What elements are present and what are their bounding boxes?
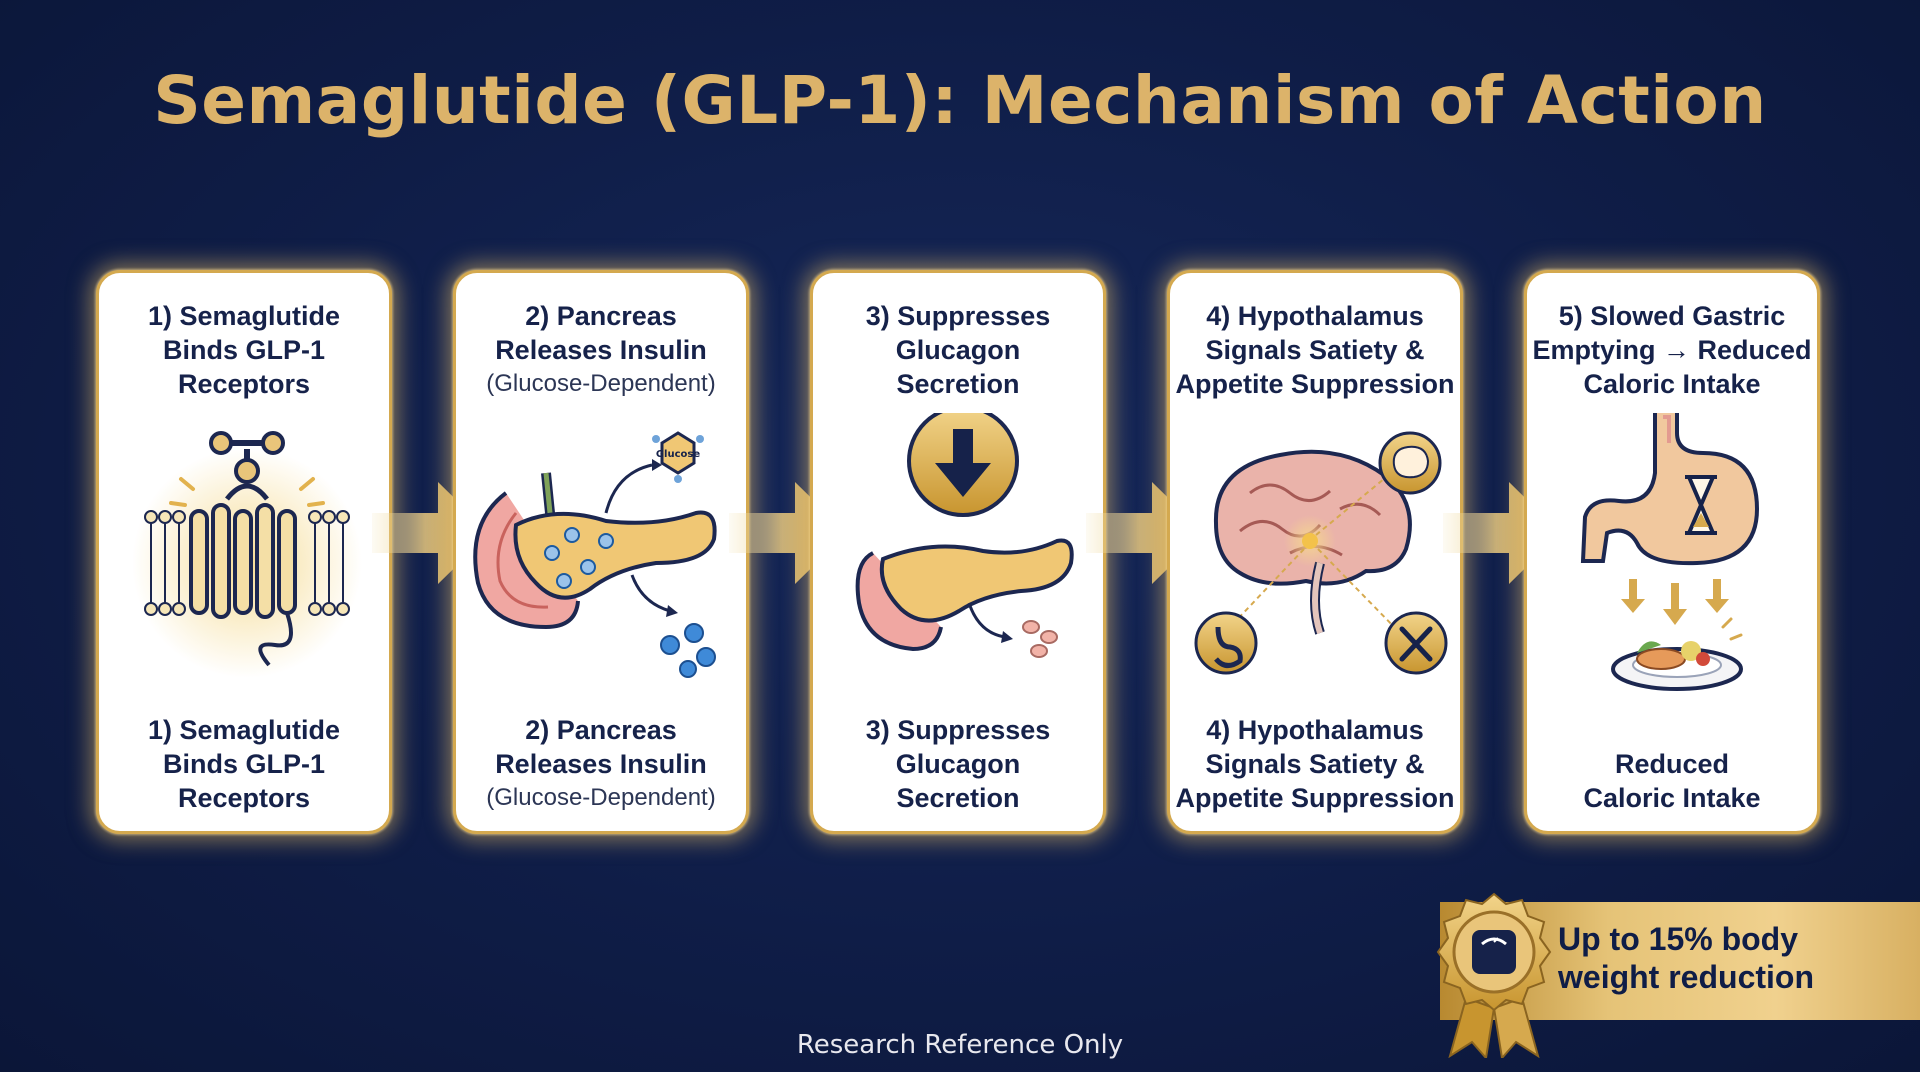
step-1-heading: 1) Semaglutide Binds GLP-1 Receptors [147, 301, 341, 399]
step-card-5: 5) Slowed Gastric Emptying → Reduced Cal… [1524, 270, 1820, 834]
step-1-caption: 1) Semaglutide Binds GLP-1 Receptors [147, 715, 341, 813]
scale-medal-icon [1436, 892, 1552, 1058]
brain-hypothalamus-icon [1194, 431, 1448, 675]
weight-reduction-text: Up to 15% body weight reduction [1558, 921, 1814, 995]
step-2-caption: 2) Pancreas Releases Insulin (Glucose-De… [486, 715, 716, 811]
step-3-heading: 3) Suppresses Glucagon Secretion [865, 301, 1051, 399]
glp1-receptor-icon [132, 431, 362, 678]
step-3-caption: 3) Suppresses Glucagon Secretion [865, 715, 1051, 813]
pancreas-down-arrow-icon [855, 413, 1074, 658]
step-4-heading: 4) Hypothalamus Signals Satiety & Appeti… [1175, 301, 1455, 399]
glucose-label: Glucose [656, 449, 701, 460]
step-5-caption: Reduced Caloric Intake [1583, 749, 1761, 813]
step-5-heading: 5) Slowed Gastric Emptying → Reduced Cal… [1532, 301, 1812, 399]
step-card-2: 2) Pancreas Releases Insulin (Glucose-De… [453, 270, 749, 834]
stomach-hourglass-icon [1580, 413, 1760, 691]
step-2-heading: 2) Pancreas Releases Insulin (Glucose-De… [486, 301, 716, 397]
step-card-3: 3) Suppresses Glucagon Secretion 3) Supp… [810, 270, 1106, 834]
step-4-caption: 4) Hypothalamus Signals Satiety & Appeti… [1175, 715, 1455, 813]
page-title: Semaglutide (GLP-1): Mechanism of Action [153, 62, 1767, 139]
step-card-4: 4) Hypothalamus Signals Satiety & Appeti… [1167, 270, 1463, 834]
pancreas-insulin-icon: Glucose [473, 431, 717, 678]
footer-note: Research Reference Only [796, 1030, 1124, 1060]
step-card-1: 1) Semaglutide Binds GLP-1 Receptors [96, 270, 392, 834]
